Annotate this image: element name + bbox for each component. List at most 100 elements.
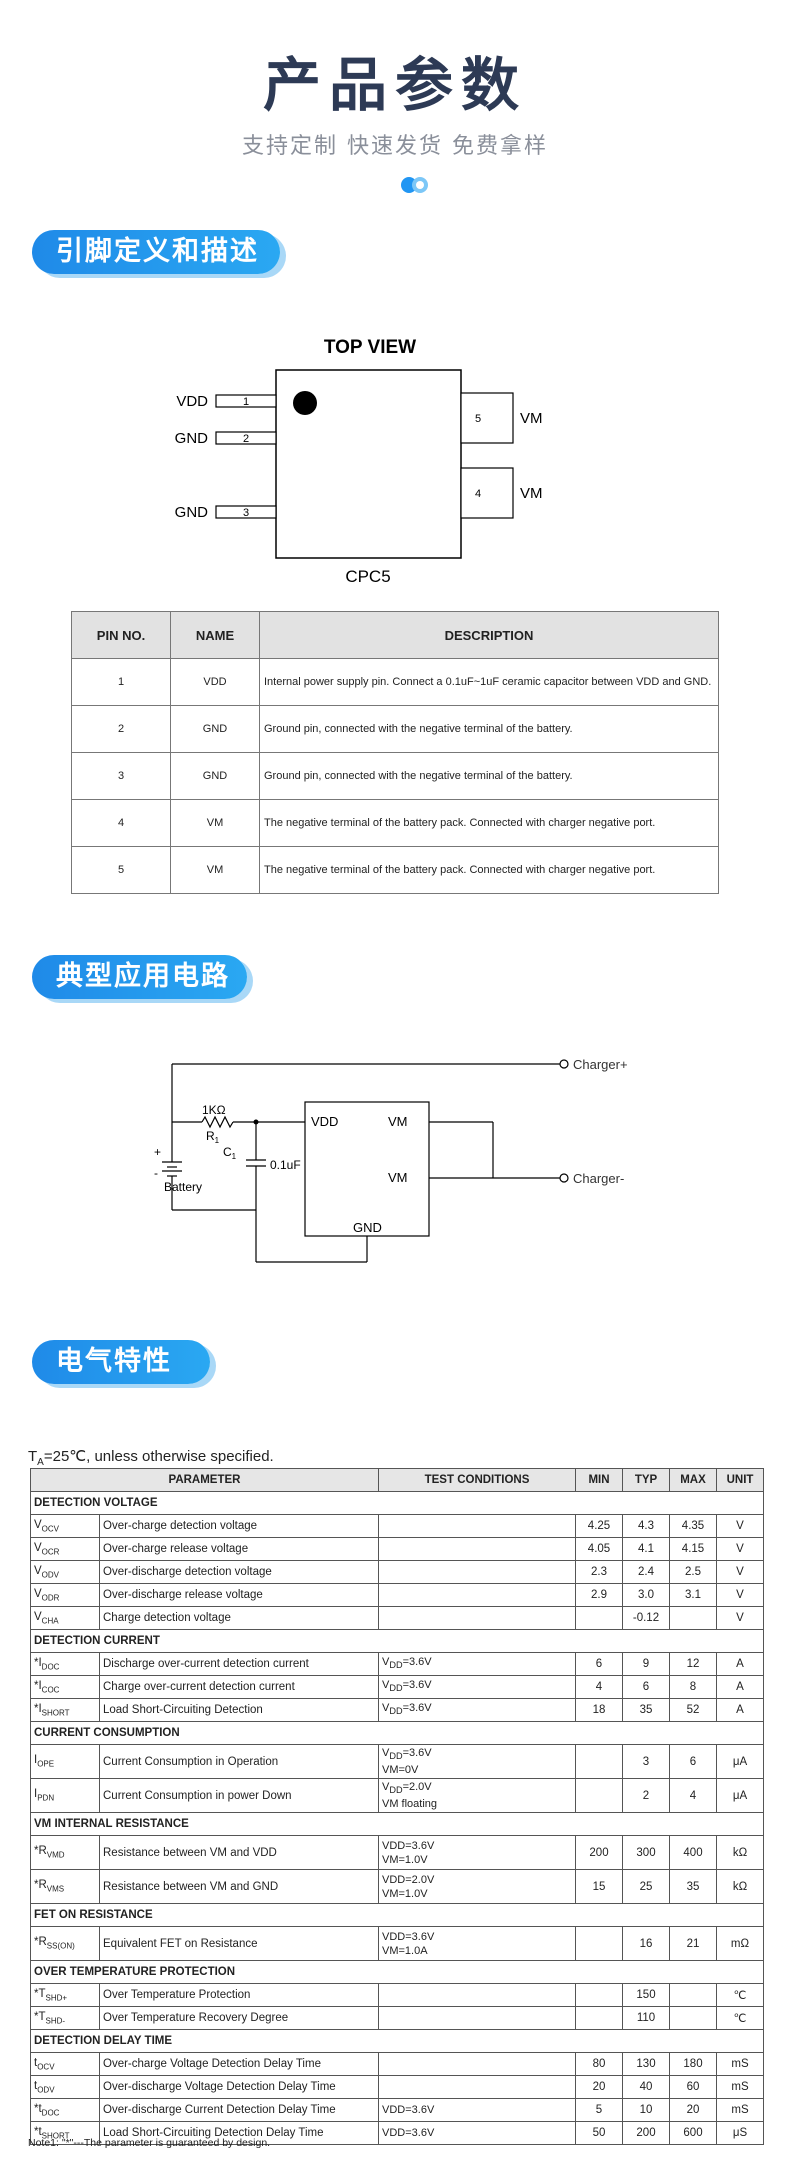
symbol-cell: VOCV (30, 1514, 100, 1538)
condition-cell (378, 2075, 576, 2099)
unit-cell: V (716, 1514, 764, 1538)
min-cell (575, 1983, 623, 2007)
typ-cell: 40 (622, 2075, 670, 2099)
unit-cell: mΩ (716, 1926, 764, 1961)
symbol-cell: IPDN (30, 1778, 100, 1813)
max-cell: 4.35 (669, 1514, 717, 1538)
max-cell: 20 (669, 2098, 717, 2122)
condition-cell (378, 1514, 576, 1538)
pin-no-cell: 3 (71, 752, 171, 800)
max-cell: 4.15 (669, 1537, 717, 1561)
typ-cell: 4.1 (622, 1537, 670, 1561)
min-cell: 2.3 (575, 1560, 623, 1584)
pin-no-cell: 5 (71, 846, 171, 894)
unit-cell: V (716, 1560, 764, 1584)
section-header-pin: 引脚定义和描述 (32, 230, 280, 274)
electrical-characteristics-table: PARAMETER TEST CONDITIONS MIN TYP MAX UN… (30, 1468, 764, 2145)
symbol-cell: VODR (30, 1583, 100, 1607)
min-cell: 200 (575, 1835, 623, 1870)
pin-5-name: VM (520, 410, 543, 427)
parameter-cell: Equivalent FET on Resistance (99, 1926, 379, 1961)
condition-cell: VDD=3.6V (378, 1698, 576, 1722)
table-header-row: PARAMETER TEST CONDITIONS MIN TYP MAX UN… (30, 1468, 764, 1492)
min-cell (575, 1778, 623, 1813)
unit-cell: kΩ (716, 1869, 764, 1904)
unit-cell: A (716, 1698, 764, 1722)
unit-cell: V (716, 1606, 764, 1630)
unit-cell: mS (716, 2052, 764, 2076)
footnote: Note1: "*"---The parameter is guaranteed… (28, 2137, 271, 2149)
pin-2-name: GND (175, 430, 209, 447)
pin-1-name: VDD (176, 393, 208, 410)
condition-cell: VDD=3.6V (378, 2098, 576, 2122)
min-cell: 6 (575, 1652, 623, 1676)
pin-4-name: VM (520, 485, 543, 502)
condition-cell (378, 2052, 576, 2076)
unit-cell: mS (716, 2075, 764, 2099)
min-cell (575, 2006, 623, 2030)
parameter-cell: Charge detection voltage (99, 1606, 379, 1630)
unit-cell: μA (716, 1778, 764, 1813)
decorative-dots-icon (401, 177, 428, 193)
ic-vm1-label: VM (388, 1114, 408, 1129)
parameter-cell: Over-discharge release voltage (99, 1583, 379, 1607)
min-cell: 4.05 (575, 1537, 623, 1561)
max-cell: 8 (669, 1675, 717, 1699)
section-title: DETECTION VOLTAGE (30, 1491, 764, 1515)
typ-cell: 10 (622, 2098, 670, 2122)
pin-2-lead (215, 431, 277, 445)
pin-no-cell: 2 (71, 705, 171, 753)
ic-vdd-label: VDD (311, 1114, 338, 1129)
parameter-cell: Resistance between VM and GND (99, 1869, 379, 1904)
max-cell: 3.1 (669, 1583, 717, 1607)
typ-cell: 150 (622, 1983, 670, 2007)
table-section-row: DETECTION DELAY TIME (30, 2029, 764, 2053)
section-title: VM INTERNAL RESISTANCE (30, 1812, 764, 1836)
pin-3-number: 3 (243, 507, 249, 519)
symbol-cell: VCHA (30, 1606, 100, 1630)
min-cell: 80 (575, 2052, 623, 2076)
charger-pos-label: Charger+ (573, 1057, 628, 1072)
page-title: 产品参数 (262, 51, 527, 119)
max-cell: 2.5 (669, 1560, 717, 1584)
unit-cell: kΩ (716, 1835, 764, 1870)
max-cell (669, 1983, 717, 2007)
capacitor-name: C1 (223, 1145, 237, 1161)
typ-cell: 2.4 (622, 1560, 670, 1584)
pin-desc-cell: Ground pin, connected with the negative … (259, 752, 719, 800)
page-subtitle: 支持定制 快速发货 免费拿样 (242, 134, 548, 159)
spec-conditions-note: TA=25℃, unless otherwise specified. (28, 1448, 274, 1468)
parameter-cell: Over-charge release voltage (99, 1537, 379, 1561)
parameter-cell: Resistance between VM and VDD (99, 1835, 379, 1870)
max-cell (669, 2006, 717, 2030)
pin-name-cell: VM (170, 799, 260, 847)
pin-3-name: GND (175, 504, 209, 521)
pin-name-cell: GND (170, 705, 260, 753)
application-circuit-diagram: Charger+ Charger- 1KΩ R1 C1 0.1uF + - Ba… (154, 1057, 628, 1263)
pin-5-lead (460, 392, 514, 444)
min-cell (575, 1606, 623, 1630)
min-cell: 4.25 (575, 1514, 623, 1538)
unit-cell: A (716, 1652, 764, 1676)
symbol-cell: IOPE (30, 1744, 100, 1779)
condition-cell (378, 1606, 576, 1630)
col-header-parameter: PARAMETER (30, 1468, 379, 1492)
parameter-cell: Load Short-Circuiting Detection (99, 1698, 379, 1722)
table-section-row: CURRENT CONSUMPTION (30, 1721, 764, 1745)
pin-name-cell: GND (170, 752, 260, 800)
max-cell: 21 (669, 1926, 717, 1961)
symbol-cell: *RVMS (30, 1869, 100, 1904)
